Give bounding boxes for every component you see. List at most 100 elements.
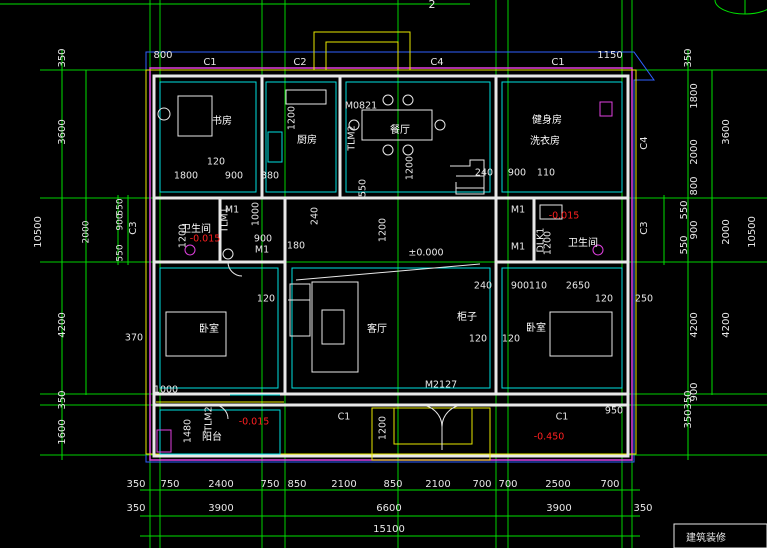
annotation-label: 950: [605, 406, 623, 417]
annotation-label: C1: [338, 412, 351, 423]
annotation-label: 120: [207, 157, 225, 168]
annotation-label: 370: [125, 333, 143, 344]
annotation-label: 550: [358, 179, 369, 197]
annotation-label: -0.015: [190, 234, 221, 245]
right-dimension: 900: [689, 220, 700, 239]
annotation-label: 1800: [174, 171, 198, 182]
bottom-dimension: 750: [160, 479, 179, 490]
right-dimension: 2000: [689, 139, 700, 164]
right-dimension: 900: [689, 382, 700, 401]
annotation-label: TLM1: [220, 207, 231, 233]
axis-marker-top: 2: [429, 0, 436, 11]
annotation-label: 240: [474, 281, 492, 292]
furniture: [156, 89, 613, 453]
bottom-dimension: 850: [287, 479, 306, 490]
bottom-dimension-total: 350: [633, 503, 652, 514]
right-dimension: 10500: [747, 216, 758, 248]
bottom-dimension-overall: 15100: [373, 524, 405, 535]
bottom-dimension: 2100: [331, 479, 356, 490]
annotation-label: 900: [508, 168, 526, 179]
annotation-label: M1: [511, 242, 525, 253]
annotation-label: 180: [287, 241, 305, 252]
annotation-label: 900: [511, 281, 529, 292]
bottom-dimension: 700: [600, 479, 619, 490]
left-dimension: 350: [57, 48, 68, 67]
room-label: 厨房: [297, 133, 317, 146]
annotation-label: 1200: [287, 106, 298, 130]
right-dimension: 3600: [721, 119, 732, 144]
bottom-dimension-total: 3900: [208, 503, 233, 514]
annotation-label: 380: [261, 171, 279, 182]
annotation-label: M1: [225, 205, 239, 216]
annotation-label: M1: [255, 245, 269, 256]
annotation-label: 1480: [183, 419, 194, 443]
bottom-dimension: 2100: [425, 479, 450, 490]
left-dimension-inner: 550: [116, 244, 126, 261]
annotation-label: 900: [225, 171, 243, 182]
right-dimension: 2000: [721, 219, 732, 244]
left-dimension-inner: 550: [116, 198, 126, 215]
left-dimension: 4200: [57, 312, 68, 337]
room-label: 卧室: [199, 322, 219, 335]
annotation-label: -0.015: [239, 417, 270, 428]
title-block-frame: [673, 523, 767, 548]
right-dimension: 550: [679, 200, 690, 219]
bottom-dimension: 2500: [545, 479, 570, 490]
bottom-dimension-total: 350: [126, 503, 145, 514]
walls: [152, 74, 630, 458]
annotation-label: 1200: [405, 156, 416, 180]
room-label: 洗衣房: [530, 134, 560, 147]
annotation-label: 1200: [378, 416, 389, 440]
bottom-dimension-total: 6600: [376, 503, 401, 514]
top-opening-label: C1: [551, 57, 564, 68]
room-label: 阳台: [202, 430, 222, 443]
bottom-dimension: 700: [498, 479, 517, 490]
room-label: 卫生间: [181, 222, 211, 235]
annotation-label: 120: [595, 294, 613, 305]
cyan-lines: [159, 81, 623, 455]
left-dimension-inner: 900: [116, 213, 126, 230]
room-label: 柜子: [457, 310, 477, 323]
left-window-label: C3: [128, 221, 139, 234]
annotation-label: 900: [254, 234, 272, 245]
annotation-label: 2650: [566, 281, 590, 292]
annotation-label: 110: [537, 168, 555, 179]
annotation-label: C1: [556, 412, 569, 423]
annotation-label: -0.015: [549, 211, 580, 222]
annotation-label: 1200: [543, 231, 554, 255]
bottom-dimension: 700: [472, 479, 491, 490]
right-dimension: 350: [683, 48, 694, 67]
annotation-label: TLM2: [347, 125, 358, 151]
annotation-label: ±0.000: [408, 248, 443, 259]
right-dimension: 1800: [689, 83, 700, 108]
bottom-dimension: 2400: [208, 479, 233, 490]
annotation-label: TLM2: [204, 406, 215, 432]
annotation-label: 1000: [154, 385, 178, 396]
room-label: 卫生间: [568, 236, 598, 249]
dimension-lines: [0, 3, 713, 537]
top-opening-label: C2: [293, 57, 306, 68]
slope-line: [295, 263, 481, 281]
annotation-label: 240: [310, 207, 321, 225]
annotation-label: M2127: [425, 380, 457, 391]
annotation-label: -0.450: [534, 432, 565, 443]
annotation-label: 120: [469, 334, 487, 345]
left-dimension-inner: 2000: [82, 220, 92, 243]
right-dimension: 800: [689, 176, 700, 195]
right-window-label: C4: [639, 136, 650, 149]
annotation-label: 1200: [378, 218, 389, 242]
room-label: 卧室: [526, 321, 546, 334]
bottom-dimension: 850: [383, 479, 402, 490]
right-dimension: 350: [683, 409, 694, 428]
top-opening-label: C1: [203, 57, 216, 68]
annotation-label: 250: [635, 294, 653, 305]
top-opening-label: 1150: [597, 50, 622, 61]
annotation-label: DLK1: [536, 228, 547, 253]
bottom-dimension: 750: [260, 479, 279, 490]
room-label: 餐厅: [390, 123, 410, 136]
annotation-label: 1200: [178, 224, 189, 248]
room-label: 书房: [212, 114, 232, 127]
left-dimension: 3600: [57, 119, 68, 144]
